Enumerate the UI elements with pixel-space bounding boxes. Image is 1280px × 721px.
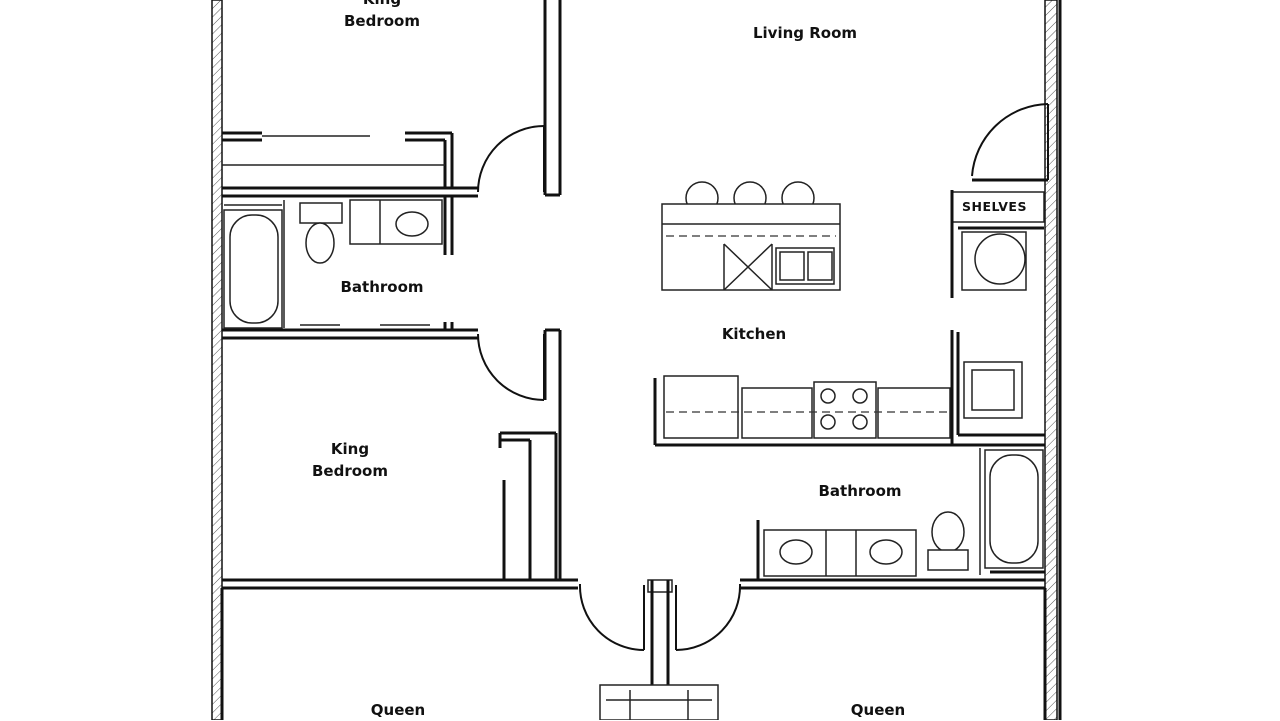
king-bedroom-mid-line1: King [330,440,370,458]
king-bedroom-mid-label: King Bedroom [298,438,402,482]
right-bathroom [756,448,1045,580]
living-room-label: Living Room [752,24,858,42]
right-utility [950,103,1049,445]
king-bedroom-top-line2: Bedroom [344,12,420,30]
shelves-label: SHELVES [962,199,1027,214]
king-bedroom-top-line1: King [330,0,434,10]
king-bedroom-top-label: King Bedroom [330,0,434,32]
exterior-walls [211,0,1062,720]
doors-left [477,125,545,401]
queen-left-label: Queen [370,701,426,719]
kitchen-counter [653,375,1045,447]
bathroom-left-label: Bathroom [340,278,424,296]
center-wall [222,328,578,590]
bottom-hall [578,578,1045,720]
king-bedroom-mid-line2: Bedroom [312,462,388,480]
bathroom-right-label: Bathroom [818,482,902,500]
left-bathroom-walls [222,196,478,340]
kitchen-label: Kitchen [721,325,787,343]
king-bedroom-top-walls [222,0,562,198]
queen-right-label: Queen [850,701,906,719]
queen-bedrooms [220,588,1047,720]
kitchen-island [661,181,841,291]
